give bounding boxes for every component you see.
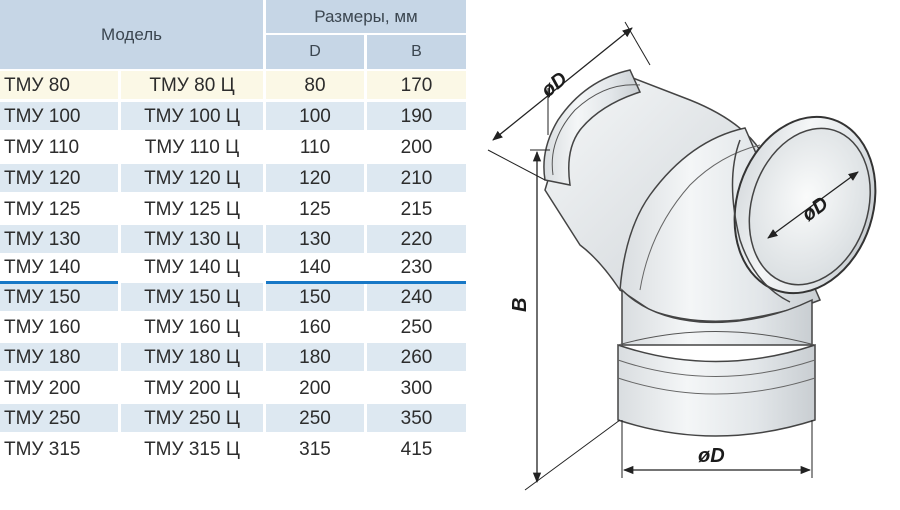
divider-line	[0, 281, 118, 284]
height-cell: 300	[367, 374, 466, 402]
model-c-cell: ТМУ 130 Ц	[121, 225, 263, 253]
diameter-cell: 150	[266, 283, 364, 311]
model-c-cell: ТМУ 140 Ц	[121, 253, 263, 281]
bottom-diameter-label: øD	[698, 445, 725, 467]
diameter-cell: 160	[266, 313, 364, 341]
column-b-header: B	[367, 35, 466, 69]
diameter-cell: 250	[266, 404, 364, 432]
model-cell: ТМУ 315	[0, 435, 118, 463]
model-c-cell: ТМУ 125 Ц	[121, 195, 263, 223]
model-cell: ТМУ 200	[0, 374, 118, 402]
height-cell: 190	[367, 102, 466, 130]
model-header: Модель	[0, 0, 263, 69]
height-cell: 210	[367, 164, 466, 192]
side-collar-edge	[731, 139, 791, 303]
model-c-cell: ТМУ 315 Ц	[121, 435, 263, 463]
model-cell: ТМУ 150	[0, 283, 118, 311]
extension-line	[624, 21, 651, 66]
height-cell: 215	[367, 195, 466, 223]
model-cell: ТМУ 180	[0, 343, 118, 371]
diameter-cell: 315	[266, 435, 364, 463]
height-cell: 250	[367, 313, 466, 341]
diameter-cell: 180	[266, 343, 364, 371]
model-cell: ТМУ 110	[0, 133, 118, 161]
model-cell: ТМУ 250	[0, 404, 118, 432]
height-cell: 415	[367, 435, 466, 463]
y-branch-drawing: øD øD B øD	[466, 0, 900, 505]
model-cell: ТМУ 80	[0, 71, 118, 99]
height-cell: 260	[367, 343, 466, 371]
model-cell: ТМУ 120	[0, 164, 118, 192]
diameter-cell: 140	[266, 253, 364, 281]
opening-dimension-arrow	[767, 171, 859, 239]
diameter-cell: 80	[266, 71, 364, 99]
model-cell: ТМУ 140	[0, 253, 118, 281]
height-cell: 350	[367, 404, 466, 432]
height-cell: 230	[367, 253, 466, 281]
model-c-cell: ТМУ 100 Ц	[121, 102, 263, 130]
model-c-cell: ТМУ 110 Ц	[121, 133, 263, 161]
height-cell: 220	[367, 225, 466, 253]
diameter-cell: 125	[266, 195, 364, 223]
diameter-cell: 200	[266, 374, 364, 402]
height-cell: 240	[367, 283, 466, 311]
model-cell: ТМУ 125	[0, 195, 118, 223]
height-cell: 200	[367, 133, 466, 161]
model-cell: ТМУ 160	[0, 313, 118, 341]
sizes-header: Размеры, мм	[266, 0, 466, 33]
height-label: B	[509, 298, 531, 312]
model-c-cell: ТМУ 120 Ц	[121, 164, 263, 192]
diameter-cell: 130	[266, 225, 364, 253]
diameter-cell: 100	[266, 102, 364, 130]
diameter-cell: 120	[266, 164, 364, 192]
lower-collar-top	[617, 331, 816, 346]
column-d-header: D	[266, 35, 364, 69]
y-branch-svg: øD øD B øD	[487, 21, 877, 491]
lower-collar-rib	[617, 359, 816, 377]
model-c-cell: ТМУ 180 Ц	[121, 343, 263, 371]
lower-pipe	[621, 288, 813, 346]
top-dimension-arrow	[492, 27, 633, 141]
model-c-cell: ТМУ 80 Ц	[121, 71, 263, 99]
model-cell: ТМУ 130	[0, 225, 118, 253]
lower-collar	[617, 343, 816, 437]
diameter-cell: 110	[266, 133, 364, 161]
extension-line	[524, 419, 621, 491]
model-c-cell: ТМУ 250 Ц	[121, 404, 263, 432]
divider-line	[266, 281, 466, 284]
model-c-cell: ТМУ 150 Ц	[121, 283, 263, 311]
top-diameter-label: øD	[537, 68, 572, 102]
model-cell: ТМУ 100	[0, 102, 118, 130]
lower-collar-rib	[617, 377, 816, 395]
height-cell: 170	[367, 71, 466, 99]
model-c-cell: ТМУ 160 Ц	[121, 313, 263, 341]
model-c-cell: ТМУ 200 Ц	[121, 374, 263, 402]
